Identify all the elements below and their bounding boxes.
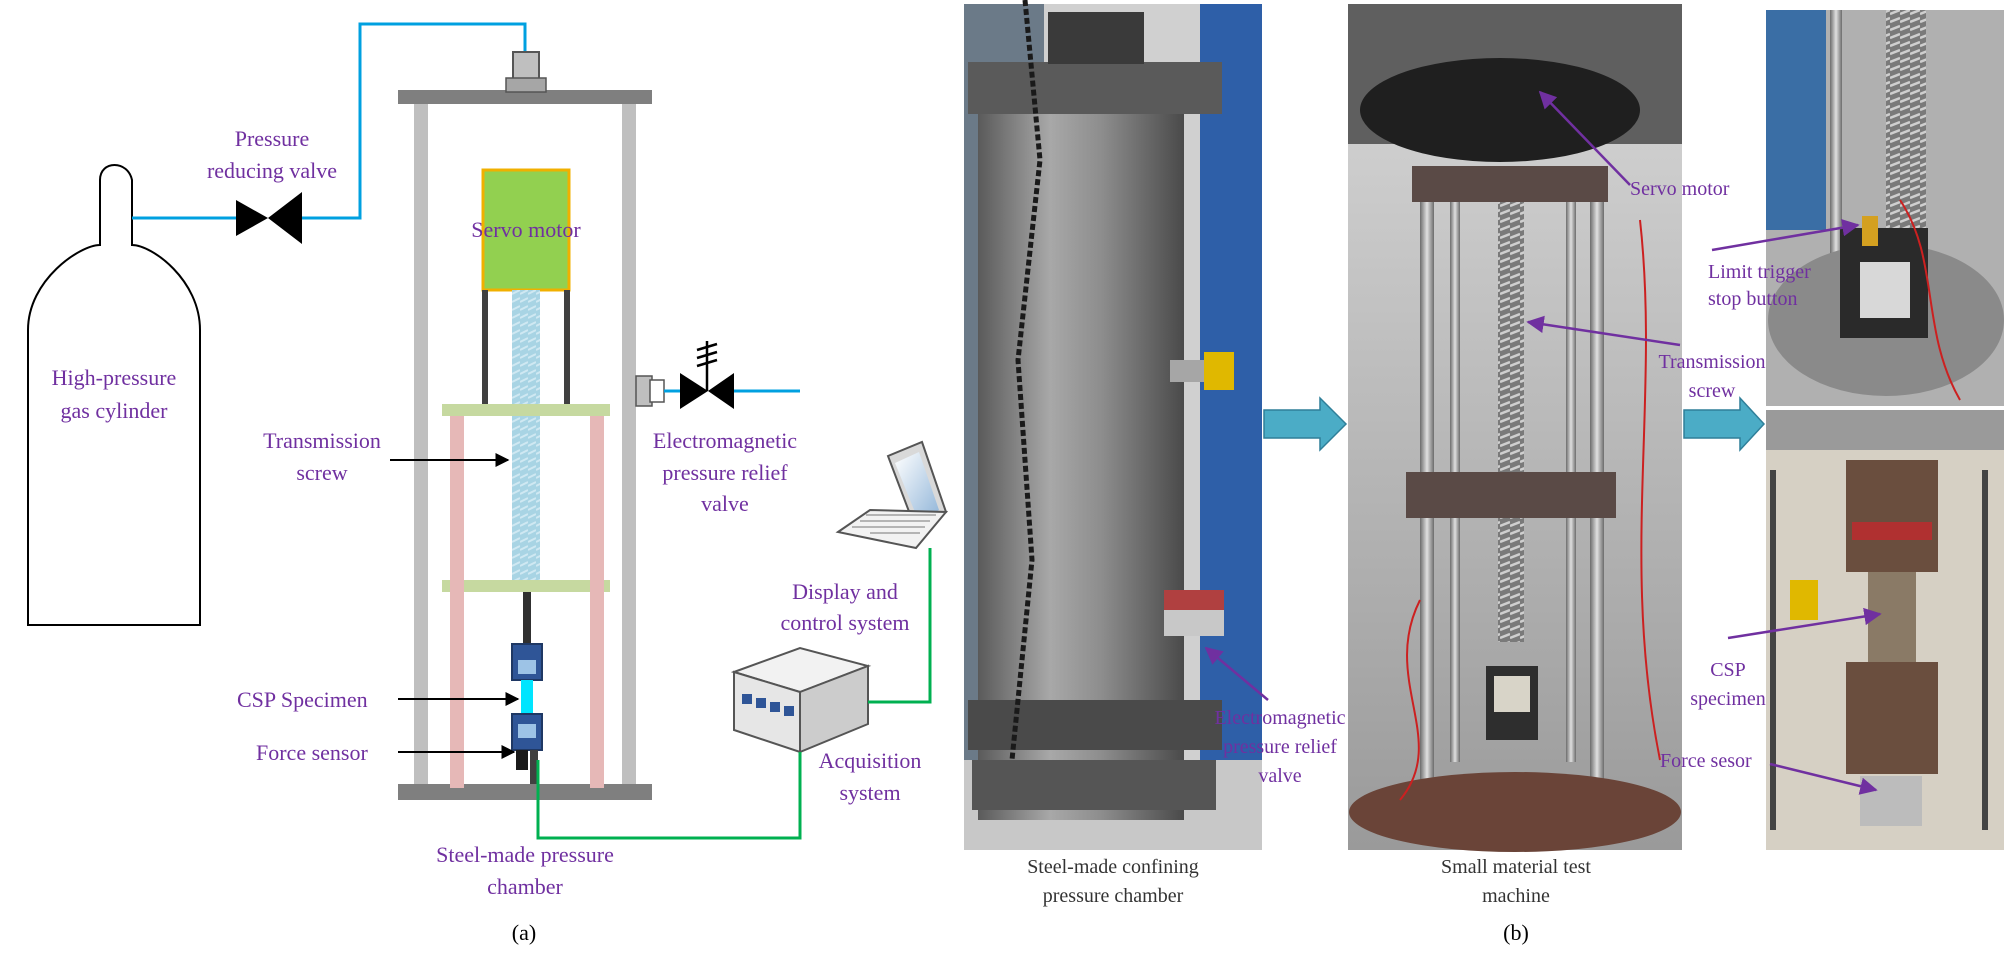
upper-grip	[511, 643, 543, 681]
relief-valve-label-line3: valve	[701, 491, 749, 516]
gas-cylinder	[27, 164, 201, 626]
photo3-csp-label-line2: specimen	[1690, 688, 1766, 710]
photo1-valve-arrow	[1204, 646, 1269, 701]
photo3-limit-arrow	[1711, 219, 1860, 252]
photo3-limit-label-line2: stop button	[1708, 288, 1797, 310]
signal-line-sensor-to-acquisition	[536, 752, 802, 840]
signal-line-acquisition-to-laptop	[868, 548, 932, 704]
relief-valve-label-line2: pressure relief	[662, 460, 788, 485]
photo1-valve-label-line3: valve	[1258, 765, 1301, 787]
display-system-label-line1: Display and	[792, 579, 898, 604]
servo-motor-label: Servo motor	[471, 217, 581, 242]
photo-test-machine	[1348, 4, 1682, 852]
photo1-valve-label-line2: pressure relief	[1223, 736, 1337, 758]
transmission-screw-label-line1: Transmission	[263, 428, 381, 453]
force-sensor-label: Force sensor	[256, 740, 368, 765]
right-column	[590, 416, 604, 788]
transmission-screw-label-line2: screw	[296, 460, 347, 485]
photo1-caption-line2: pressure chamber	[1043, 885, 1184, 907]
photo2-servo-arrow	[1538, 90, 1631, 186]
photo2-caption-line2: machine	[1482, 885, 1550, 907]
photo3-force-arrow	[1769, 762, 1878, 795]
photos-panel: Electromagnetic pressure relief valve St…	[964, 0, 2004, 945]
photo2-servo-label: Servo motor	[1630, 178, 1730, 200]
photo-csp-specimen	[1766, 410, 2004, 850]
pressure-chamber	[398, 51, 665, 800]
gas-line-valve-to-chamber	[296, 22, 527, 220]
acquisition-label-line1: Acquisition	[819, 748, 922, 773]
photo-pressure-chamber	[964, 0, 1262, 850]
photo3-limit-label-line1: Limit trigger	[1708, 261, 1811, 283]
csp-specimen-label: CSP Specimen	[237, 687, 368, 712]
photo1-valve-label-line1: Electromagnetic	[1214, 707, 1345, 729]
force-sensor	[511, 713, 543, 784]
csp-specimen	[521, 680, 533, 714]
flow-arrow-1-icon	[1263, 396, 1348, 452]
photo1-caption-line1: Steel-made confining	[1027, 856, 1199, 878]
chamber-label-line1: Steel-made pressure	[436, 842, 614, 867]
transmission-screw	[512, 290, 540, 580]
photo3-csp-arrow	[1727, 607, 1882, 640]
pressure-reducing-valve-icon	[236, 192, 302, 244]
cylinder-label-line2: gas cylinder	[61, 398, 169, 423]
upper-plate	[442, 404, 610, 416]
flow-arrow-2-icon	[1683, 396, 1766, 452]
photo3-csp-label-line1: CSP	[1710, 659, 1746, 681]
photo2-screw-label-line2: screw	[1689, 380, 1736, 402]
reducing-valve-label-line2: reducing valve	[207, 158, 337, 183]
display-system-label-line2: control system	[781, 610, 910, 635]
schematic-panel: High-pressure gas cylinder Pressure redu…	[27, 22, 949, 945]
chamber-label-line2: chamber	[487, 874, 563, 899]
panel-b-label: (b)	[1503, 920, 1529, 945]
cylinder-label-line1: High-pressure	[52, 365, 177, 390]
photo2-caption-line1: Small material test	[1441, 856, 1591, 878]
photo-limit-trigger	[1766, 10, 2004, 406]
photo2-screw-arrow	[1526, 315, 1681, 347]
relief-valve-label-line1: Electromagnetic	[653, 428, 797, 453]
acquisition-box-icon	[730, 646, 872, 754]
acquisition-label-line2: system	[839, 780, 900, 805]
photo2-screw-label-line1: Transmission	[1658, 351, 1765, 373]
lower-plate	[442, 580, 610, 592]
left-column	[450, 416, 464, 788]
reducing-valve-label-line1: Pressure	[235, 126, 310, 151]
panel-a-label: (a)	[512, 920, 536, 945]
laptop-icon	[835, 440, 949, 550]
photo3-force-label: Force sesor	[1660, 750, 1752, 772]
relief-valve-actuator-icon	[696, 341, 718, 391]
